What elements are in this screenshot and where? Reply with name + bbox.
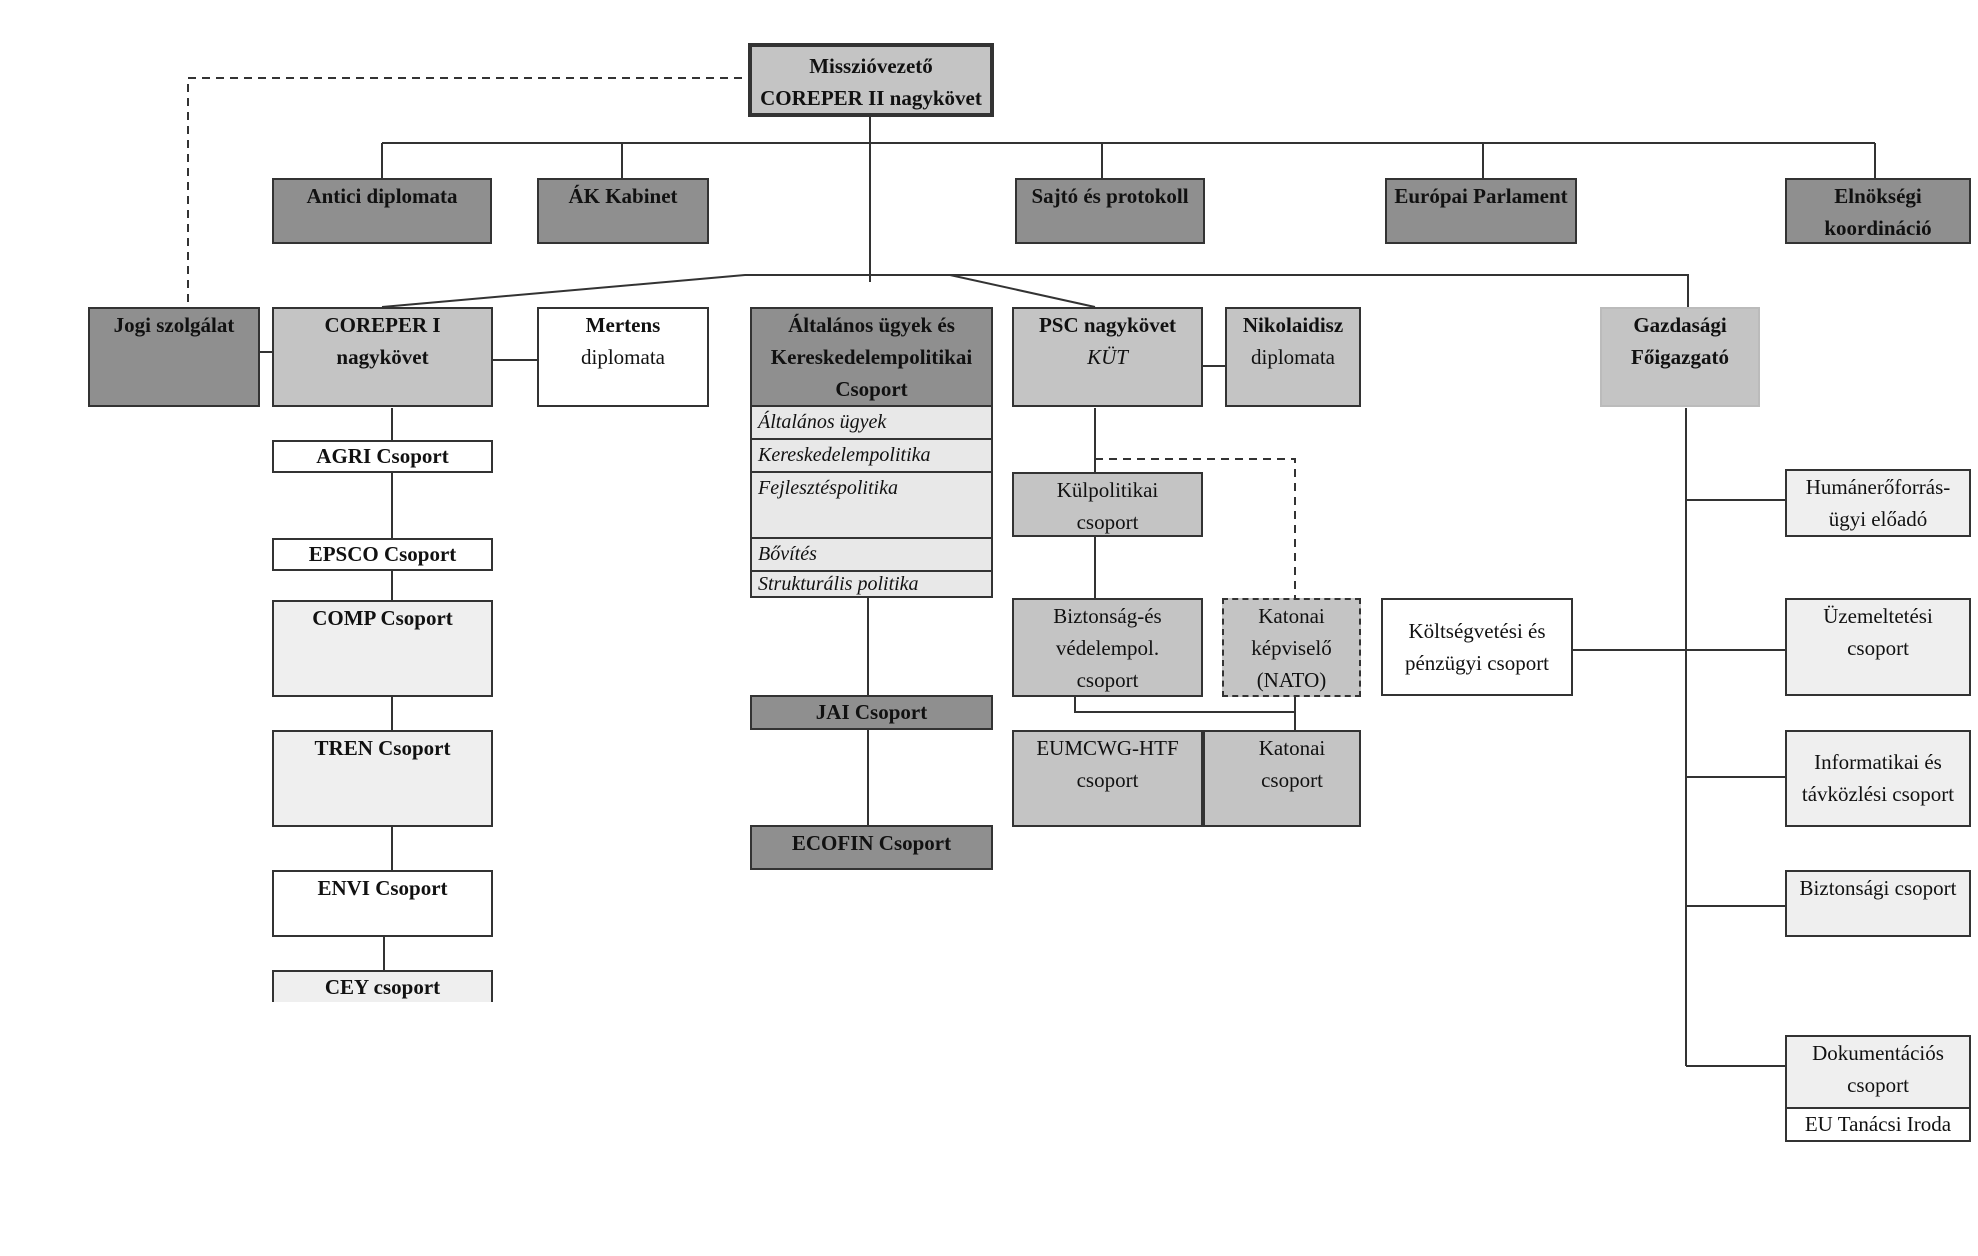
antici-diplomat-box: Antici diplomata	[272, 178, 492, 244]
general-affairs-line-3: Csoport	[835, 377, 908, 401]
general-affairs-sub-2: Kereskedelempolitika	[750, 440, 993, 473]
military-group-line-2: csoport	[1261, 768, 1323, 792]
military-representative-line-3: (NATO)	[1256, 668, 1327, 692]
foreign-policy-line-1: Külpolitikai	[1056, 478, 1159, 502]
security-defence-group-box: Biztonság-és védelempol. csoport	[1012, 598, 1203, 697]
legal-service-label: Jogi szolgálat	[113, 313, 235, 337]
military-group-box: Katonai csoport	[1203, 730, 1361, 827]
budget-finance-line-1: Költségvetési és	[1408, 619, 1546, 643]
general-affairs-line-1: Általános ügyek és	[788, 313, 955, 337]
general-affairs-sub-2-label: Kereskedelempolitika	[758, 444, 931, 466]
operations-line-1: Üzemeltetési	[1823, 604, 1933, 628]
general-affairs-sub-5-label: Strukturális politika	[758, 573, 919, 595]
it-telecom-line-1: Informatikai és	[1814, 750, 1942, 774]
hr-officer-line-1: Humánerőforrás-	[1805, 475, 1951, 499]
ecofin-group-box: ECOFIN Csoport	[750, 825, 993, 870]
envi-group-box: ENVI Csoport	[272, 870, 493, 937]
security-defence-line-2: védelempol.	[1055, 636, 1160, 660]
general-affairs-sub-3: Fejlesztéspolitika	[750, 473, 993, 539]
military-representative-box: Katonai képviselő (NATO)	[1222, 598, 1361, 697]
mission-head-line-2: COREPER II nagykövet	[760, 86, 982, 110]
coreper1-box: COREPER I nagykövet	[272, 307, 493, 407]
nikolaidisz-line-2: diplomata	[1251, 345, 1335, 369]
hr-officer-line-2: ügyi előadó	[1828, 507, 1928, 531]
operations-line-2: csoport	[1847, 636, 1909, 660]
comp-group-label: COMP Csoport	[312, 606, 453, 630]
foreign-policy-group-box: Külpolitikai csoport	[1012, 472, 1203, 537]
eu-council-office-box: EU Tanácsi Iroda	[1785, 1107, 1971, 1142]
general-affairs-sub-5: Strukturális politika	[750, 572, 993, 598]
press-protocol-box: Sajtó és protokoll	[1015, 178, 1205, 244]
general-affairs-line-2: Kereskedelempolitikai	[770, 345, 973, 369]
ak-kabinet-label: ÁK Kabinet	[568, 184, 678, 208]
security-defence-line-3: csoport	[1076, 668, 1139, 692]
mertens-line-2: diplomata	[581, 345, 665, 369]
press-protocol-label: Sajtó és protokoll	[1031, 184, 1189, 208]
general-affairs-sub-1-label: Általános ügyek	[758, 411, 887, 433]
tren-group-box: TREN Csoport	[272, 730, 493, 827]
comp-group-box: COMP Csoport	[272, 600, 493, 697]
documentation-line-2: csoport	[1847, 1073, 1909, 1097]
economic-director-line-1: Gazdasági	[1633, 313, 1727, 337]
psc-ambassador-box: PSC nagykövet KÜT	[1012, 307, 1203, 407]
eumcwg-group-box: EUMCWG-HTF csoport	[1012, 730, 1203, 827]
security-group-label: Biztonsági csoport	[1799, 876, 1957, 900]
ak-kabinet-box: ÁK Kabinet	[537, 178, 709, 244]
eumcwg-line-2: csoport	[1076, 768, 1139, 792]
coreper1-line-1: COREPER I	[324, 313, 441, 337]
general-affairs-sub-3-label: Fejlesztéspolitika	[758, 477, 898, 499]
mertens-box: Mertens diplomata	[537, 307, 709, 407]
agri-group-box: AGRI Csoport	[272, 440, 493, 473]
jai-group-box: JAI Csoport	[750, 695, 993, 730]
eumcwg-line-1: EUMCWG-HTF	[1036, 736, 1179, 760]
military-representative-line-1: Katonai	[1258, 604, 1325, 628]
eu-council-office-label: EU Tanácsi Iroda	[1804, 1112, 1952, 1136]
operations-group-box: Üzemeltetési csoport	[1785, 598, 1971, 696]
european-parliament-box: Európai Parlament	[1385, 178, 1577, 244]
cey-group-label: CEY csoport	[324, 975, 441, 999]
ecofin-group-label: ECOFIN Csoport	[791, 831, 952, 855]
general-affairs-sub-4: Bővítés	[750, 539, 993, 572]
envi-group-label: ENVI Csoport	[317, 876, 448, 900]
hr-officer-box: Humánerőforrás- ügyi előadó	[1785, 469, 1971, 537]
presidency-coordination-line-2: koordináció	[1824, 216, 1932, 240]
epsco-group-label: EPSCO Csoport	[308, 542, 457, 566]
nikolaidisz-box: Nikolaidisz diplomata	[1225, 307, 1361, 407]
security-group-box: Biztonsági csoport	[1785, 870, 1971, 937]
general-affairs-sub-1: Általános ügyek	[750, 407, 993, 440]
tren-group-label: TREN Csoport	[314, 736, 451, 760]
coreper1-line-2: nagykövet	[336, 345, 429, 369]
agri-group-label: AGRI Csoport	[316, 444, 449, 468]
general-affairs-sub-4-label: Bővítés	[758, 543, 817, 565]
economic-director-box: Gazdasági Főigazgató	[1600, 307, 1760, 407]
mission-head-line-1: Misszióvezető	[809, 54, 933, 78]
general-affairs-box: Általános ügyek és Kereskedelempolitikai…	[750, 307, 993, 407]
presidency-coordination-line-1: Elnökségi	[1834, 184, 1922, 208]
jai-group-label: JAI Csoport	[815, 700, 928, 724]
it-telecom-line-2: távközlési csoport	[1801, 782, 1955, 806]
budget-finance-line-2: pénzügyi csoport	[1404, 651, 1550, 675]
military-group-line-1: Katonai	[1258, 736, 1326, 760]
presidency-coordination-box: Elnökségi koordináció	[1785, 178, 1971, 244]
psc-ambassador-label: PSC nagykövet	[1038, 313, 1177, 337]
documentation-group-box: Dokumentációs csoport	[1785, 1035, 1971, 1109]
economic-director-line-2: Főigazgató	[1631, 345, 1729, 369]
mission-head-box: Misszióvezető COREPER II nagykövet	[748, 43, 994, 117]
military-representative-line-2: képviselő	[1251, 636, 1332, 660]
nikolaidisz-line-1: Nikolaidisz	[1242, 313, 1344, 337]
security-defence-line-1: Biztonság-és	[1053, 604, 1162, 628]
documentation-line-1: Dokumentációs	[1812, 1041, 1944, 1065]
psc-ambassador-sub: KÜT	[1087, 345, 1128, 369]
foreign-policy-line-2: csoport	[1076, 510, 1139, 534]
budget-finance-group-box: Költségvetési és pénzügyi csoport	[1381, 598, 1573, 696]
antici-label: Antici diplomata	[306, 184, 458, 208]
epsco-group-box: EPSCO Csoport	[272, 538, 493, 571]
european-parliament-label: Európai Parlament	[1394, 184, 1568, 208]
mertens-line-1: Mertens	[585, 313, 661, 337]
legal-service-box: Jogi szolgálat	[88, 307, 260, 407]
cey-group-box: CEY csoport	[272, 970, 493, 1002]
it-telecom-group-box: Informatikai és távközlési csoport	[1785, 730, 1971, 827]
